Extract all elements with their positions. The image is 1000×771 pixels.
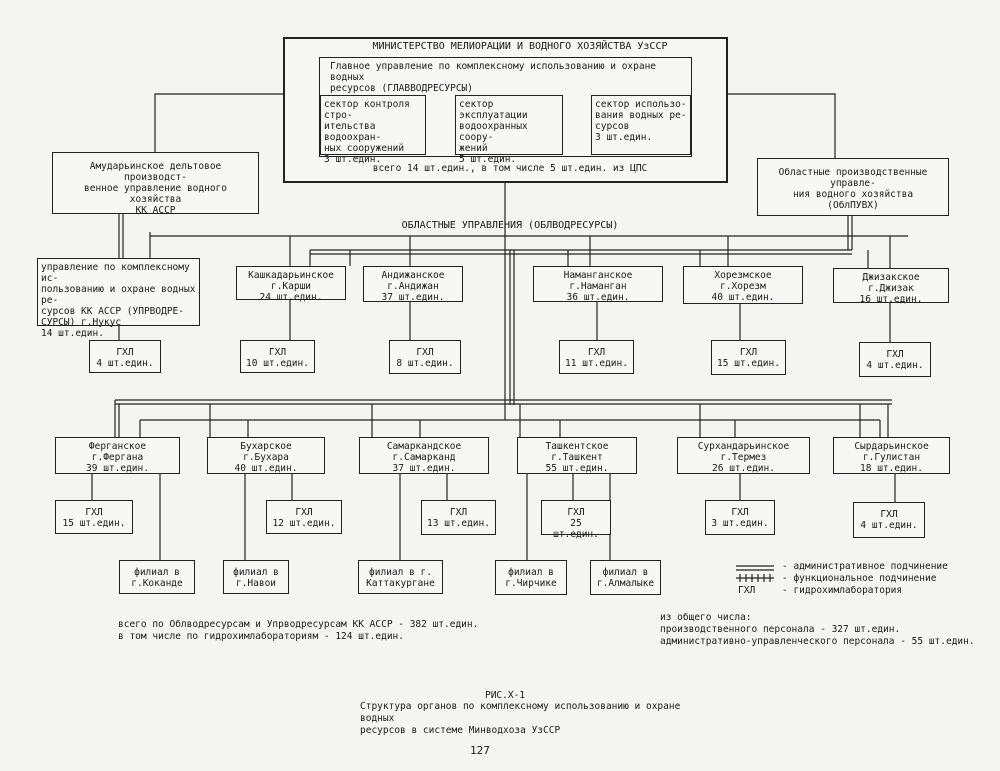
totals-left: всего по Облводресурсам и Упрводресурсам… [118,619,479,642]
andijan-box: Андижанское г.Андижан 37 шт.един. [363,266,463,303]
sector-construction: сектор контроля стро- ительства водоохра… [320,95,426,165]
obl-title: ОБЛАСТНЫЕ УПРАВЛЕНИЯ (ОБЛВОДРЕСУРСЫ) [401,220,619,231]
legend-gxl: - гидрохимлаборатория [782,585,903,596]
gxl-fergana: ГХЛ 15 шт.един. [55,500,133,534]
figure-number: РИС.Х-1 [484,690,526,701]
nukus-box: управление по комплексному ис- пользован… [37,258,200,339]
gxl-nukus: ГХЛ 4 шт.един. [89,340,161,373]
branch-navoi: филиал в г.Навои [223,560,289,594]
gxl-andijan: ГХЛ 8 шт.един. [389,340,461,374]
gxl-tashkent: ГХЛ 25 шт.един. [541,500,611,540]
samarkand-box: Самаркандское г.Самарканд 37 шт.един. [359,437,489,474]
page-number: 127 [470,744,490,757]
gxl-khorezm: ГХЛ 15 шт.един. [711,340,786,375]
gxl-bukhara: ГХЛ 12 шт.един. [266,500,342,534]
gxl-jizzakh: ГХЛ 4 шт.един. [859,342,931,377]
sector-operation: сектор эксплуатации водоохранных соору- … [455,95,563,165]
surkhandarya-box: Сурхандарьинское г.Термез 26 шт.един. [677,437,810,474]
branch-kattakurgan: филиал в г. Каттакургане [358,560,443,594]
branch-almalyk: филиал в г.Алмалыке [590,560,661,595]
sector-usage: сектор использо- вания водных ре- сурсов… [591,95,691,155]
ministry-total: всего 14 шт.един., в том числе 5 шт.един… [372,163,648,174]
syrdarya-box: Сырдарьинское г.Гулистан 18 шт.един. [833,437,950,474]
totals-right: из общего числа: производственного персо… [660,612,975,647]
legend-admin: - административное подчинение [782,561,948,572]
bukhara-box: Бухарское г.Бухара 40 шт.един. [207,437,325,474]
figure-caption: Структура органов по комплексному исполь… [360,701,681,736]
namangan-box: Наманганское г.Наманган 36 шт.един. [533,266,663,303]
gxl-namangan: ГХЛ 11 шт.един. [559,340,634,374]
gxl-syrdarya: ГХЛ 4 шт.един. [853,502,925,538]
gxl-surkhandarya: ГХЛ 3 шт.един. [705,500,775,535]
kashkadarya-box: Кашкадарьинское г.Карши 24 шт.един. [236,266,346,303]
khorezm-box: Хорезмское г.Хорезм 40 шт.един. [683,266,803,304]
legend-func: - функциональное подчинение [782,573,937,584]
gxl-samarkand: ГХЛ 13 шт.един. [421,500,496,535]
tashkent-box: Ташкентское г.Ташкент 55 шт.един. [517,437,637,474]
amu-delta-box: Амударьинское дельтовое производст- венн… [52,152,259,216]
gxl-kashkadarya: ГХЛ 10 шт.един. [240,340,315,373]
jizzakh-box: Джизакское г.Джизак 16 шт.един. [833,268,949,305]
fergana-box: Ферганское г.Фергана 39 шт.един. [55,437,180,474]
branch-chirchik: филиал в г.Чирчике [495,560,567,595]
legend-gxl-abbr: ГХЛ [738,585,756,596]
ministry-title: МИНИСТЕРСТВО МЕЛИОРАЦИИ И ВОДНОГО ХОЗЯЙС… [372,41,668,52]
oblpuvh-box: Областные производственные управле- ния … [757,158,949,216]
branch-kokand: филиал в г.Коканде [119,560,195,594]
